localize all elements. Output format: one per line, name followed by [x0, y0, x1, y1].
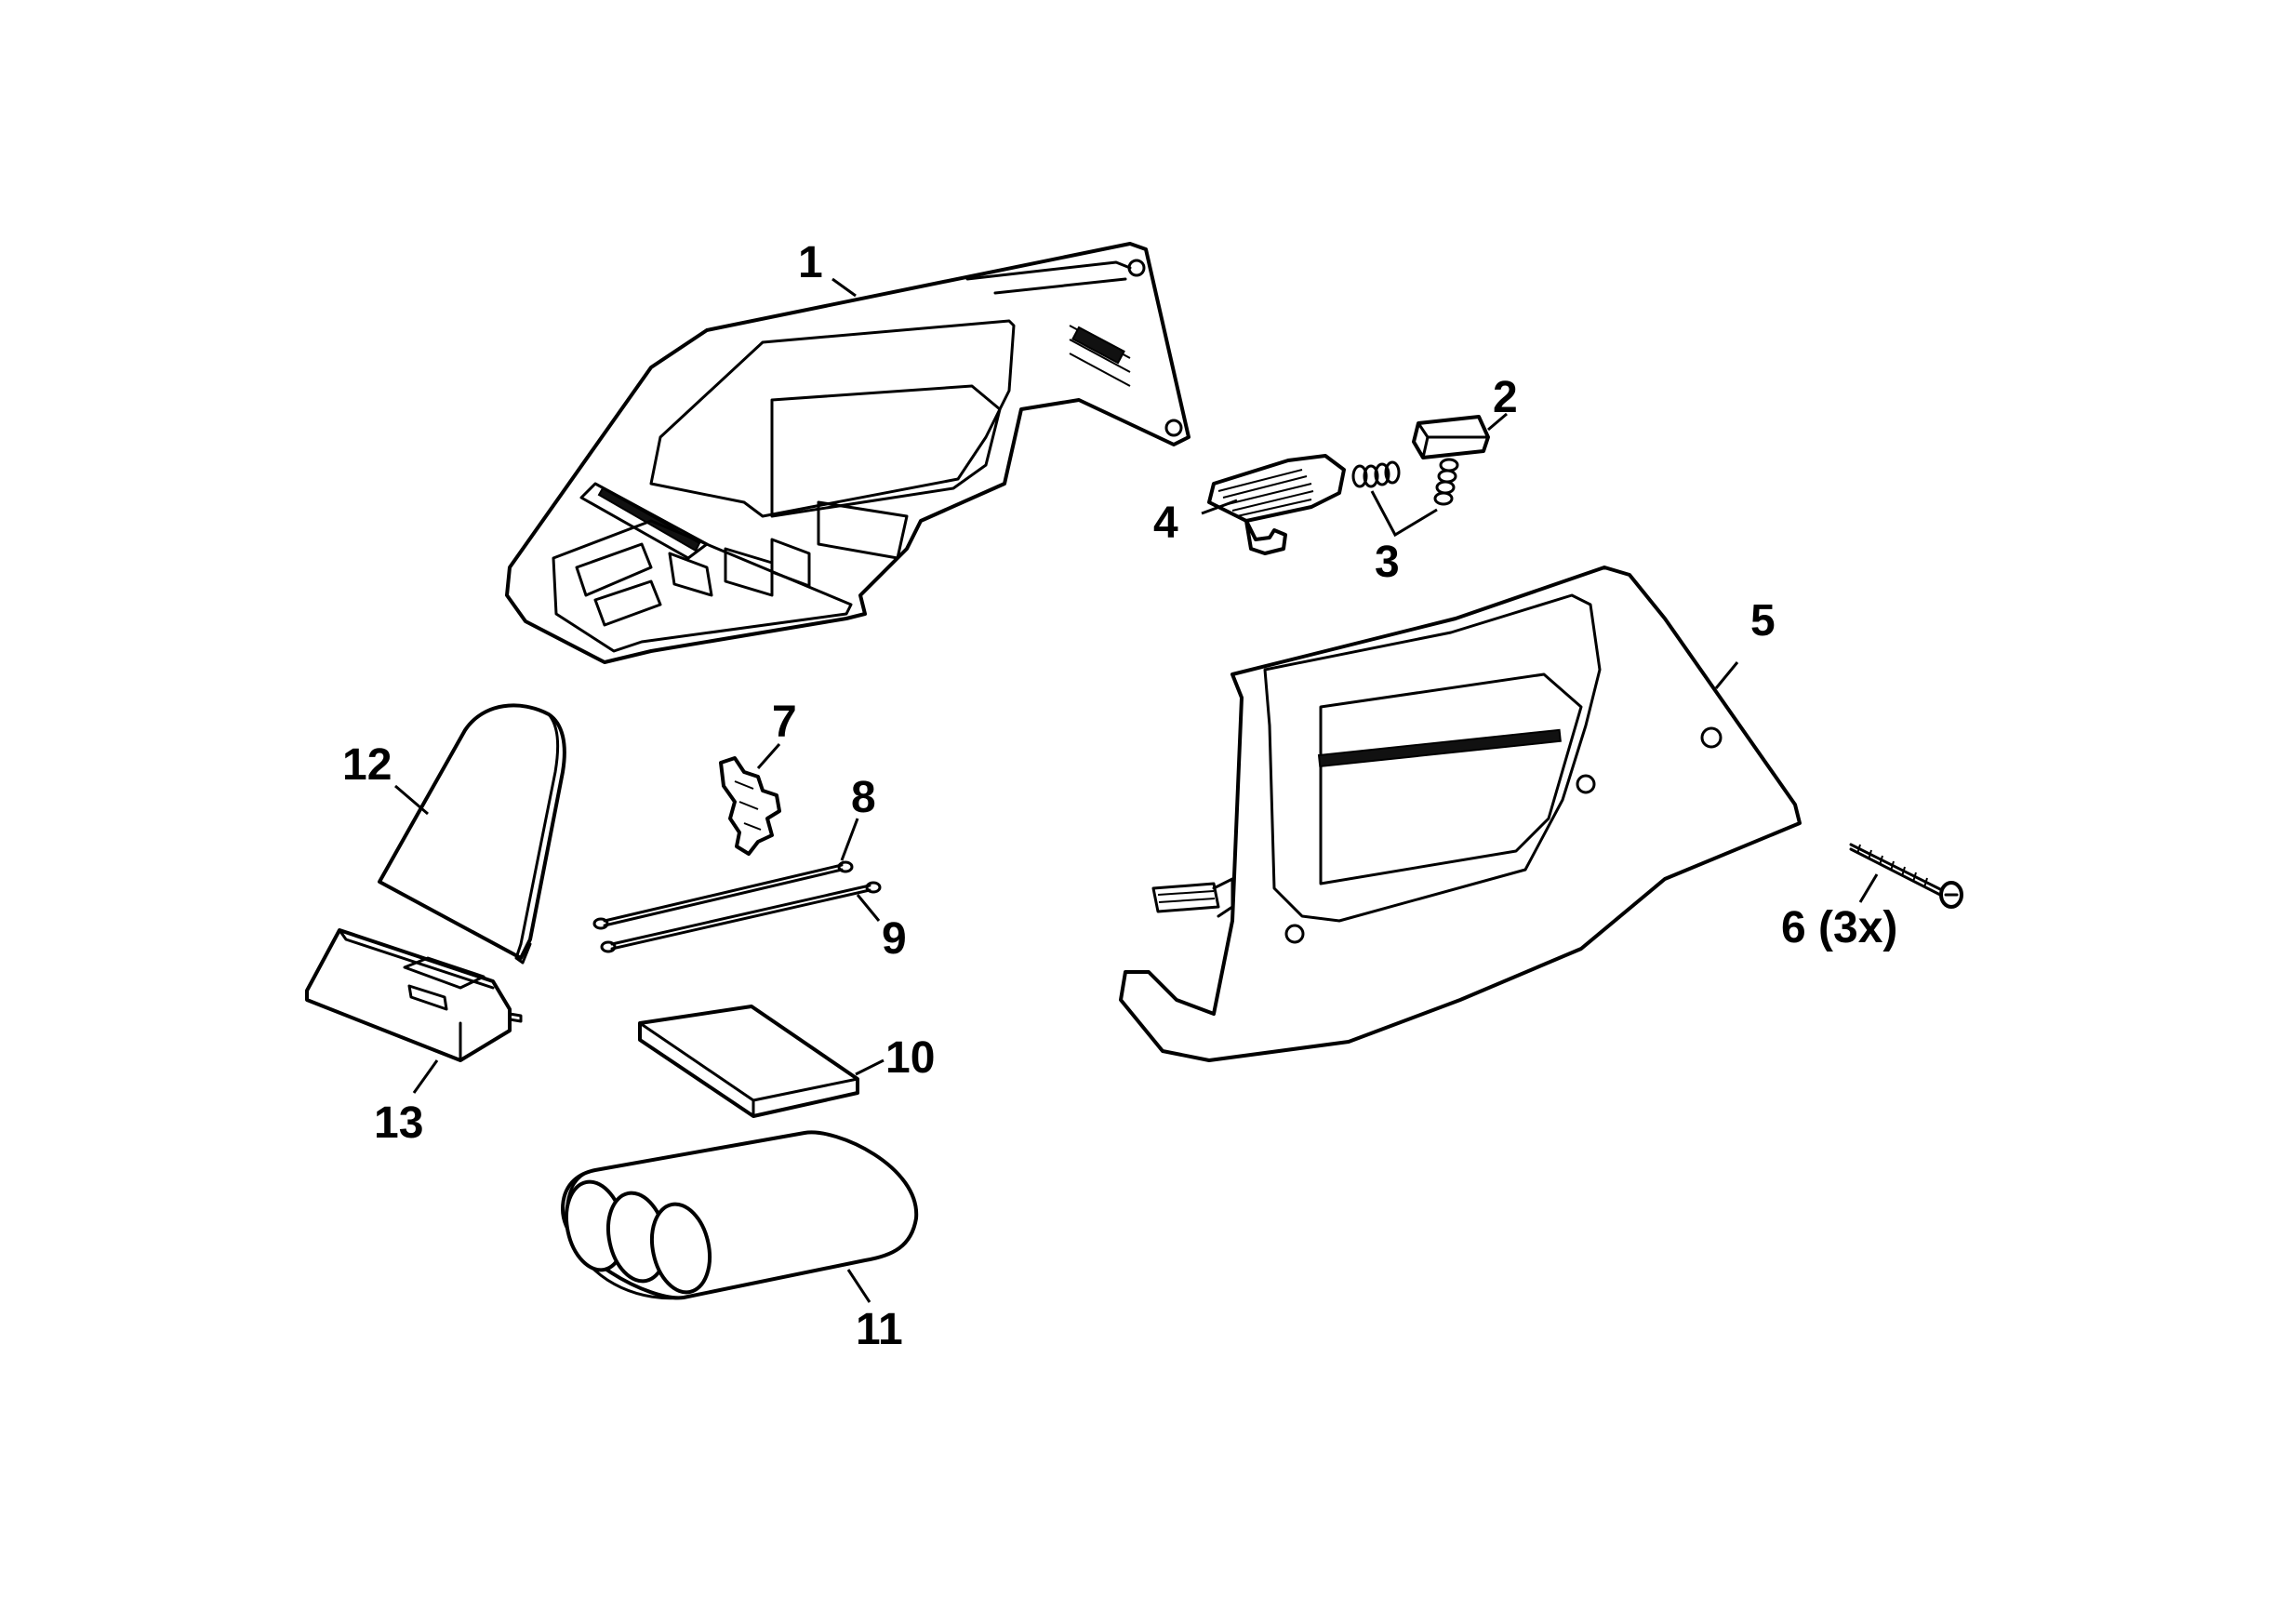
part-2-button	[1412, 415, 1490, 459]
callout-12: 12	[342, 740, 392, 790]
leader-5	[1714, 661, 1739, 689]
spring-right	[1433, 458, 1459, 506]
callout-2: 2	[1493, 373, 1518, 422]
leader-11	[846, 1269, 871, 1303]
part-3-springs	[1351, 458, 1459, 506]
callout-8: 8	[851, 773, 876, 822]
callout-13: 13	[374, 1098, 423, 1148]
part-1-housing-half	[505, 242, 1191, 664]
leader-1	[831, 277, 857, 298]
spring-left	[1351, 460, 1401, 488]
leader-3	[1370, 490, 1438, 538]
leader-6	[1858, 873, 1879, 903]
part-12-cover-cap	[378, 703, 566, 965]
leader-7	[756, 743, 781, 769]
callout-7: 7	[772, 698, 797, 747]
part-6-screw	[1849, 843, 1963, 909]
callout-4: 4	[1153, 499, 1178, 548]
part-8-wire	[592, 860, 854, 930]
callout-1: 1	[798, 238, 823, 287]
part-4-switch-trigger	[1207, 454, 1346, 555]
leader-10	[855, 1058, 885, 1076]
part-11-battery-pack	[561, 1130, 919, 1300]
part-10-pad	[638, 1005, 859, 1118]
callout-5: 5	[1750, 596, 1776, 646]
callout-9: 9	[882, 914, 907, 964]
part-9-wire	[600, 881, 882, 953]
part-5-housing-half	[1119, 566, 1802, 1062]
leader-12	[394, 784, 429, 816]
leader-8	[840, 818, 859, 861]
callout-6: 6 (3x)	[1781, 903, 1897, 952]
callout-11: 11	[856, 1305, 903, 1354]
part-7-switch-contact	[719, 756, 781, 856]
part-13-switch-box	[305, 928, 523, 1062]
leader-2	[1487, 412, 1508, 432]
leader-9	[856, 894, 881, 922]
leader-4	[1201, 499, 1238, 515]
callout-3: 3	[1375, 538, 1400, 587]
leader-13	[412, 1059, 439, 1094]
callout-10: 10	[885, 1033, 935, 1083]
